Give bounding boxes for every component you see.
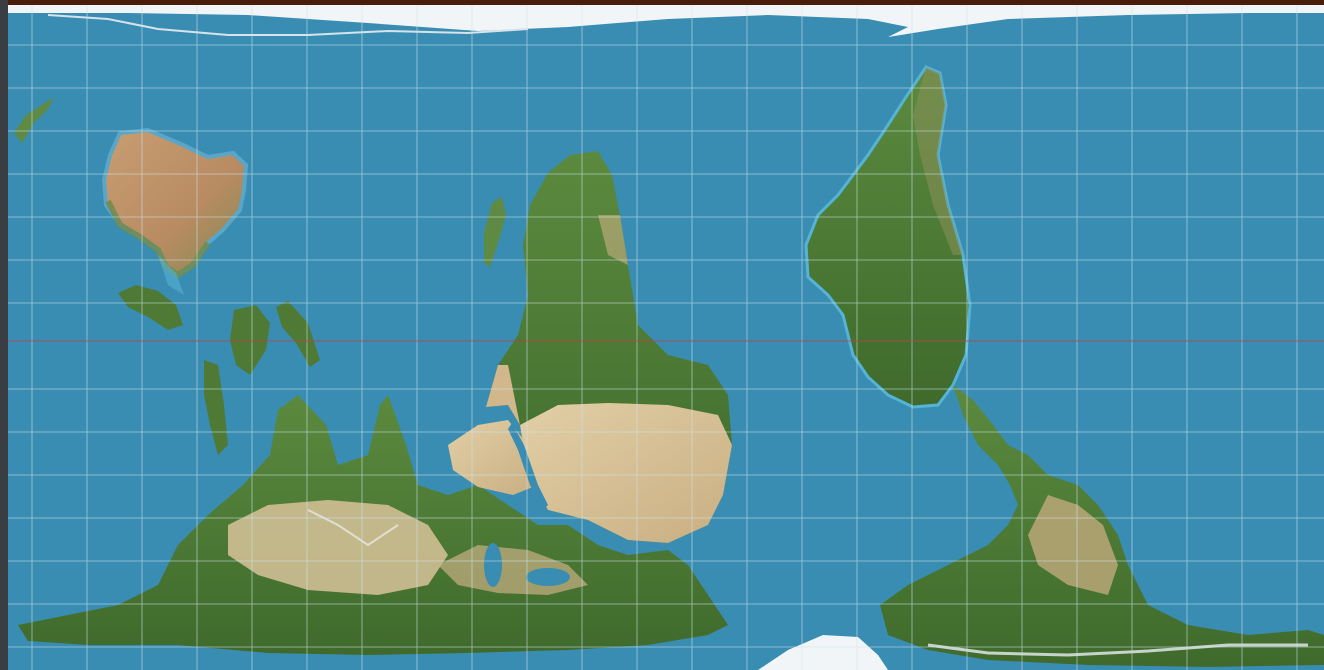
- south-america-icon: [804, 65, 972, 409]
- north-america-icon: [880, 385, 1324, 667]
- antarctica-icon: [8, 5, 1324, 37]
- world-map-canvas[interactable]: [8, 5, 1324, 670]
- window-top-border: [0, 0, 1324, 5]
- left-edge-panel: [0, 0, 8, 670]
- greenland-icon: [758, 635, 888, 670]
- eurasia-icon: [18, 395, 728, 655]
- madagascar-icon: [484, 197, 506, 267]
- world-map[interactable]: [8, 5, 1324, 670]
- africa-icon: [486, 151, 732, 543]
- new-zealand-icon: [14, 97, 54, 143]
- indonesia-icon: [118, 255, 320, 455]
- graticule: [8, 5, 1324, 670]
- australia-icon: [101, 127, 249, 279]
